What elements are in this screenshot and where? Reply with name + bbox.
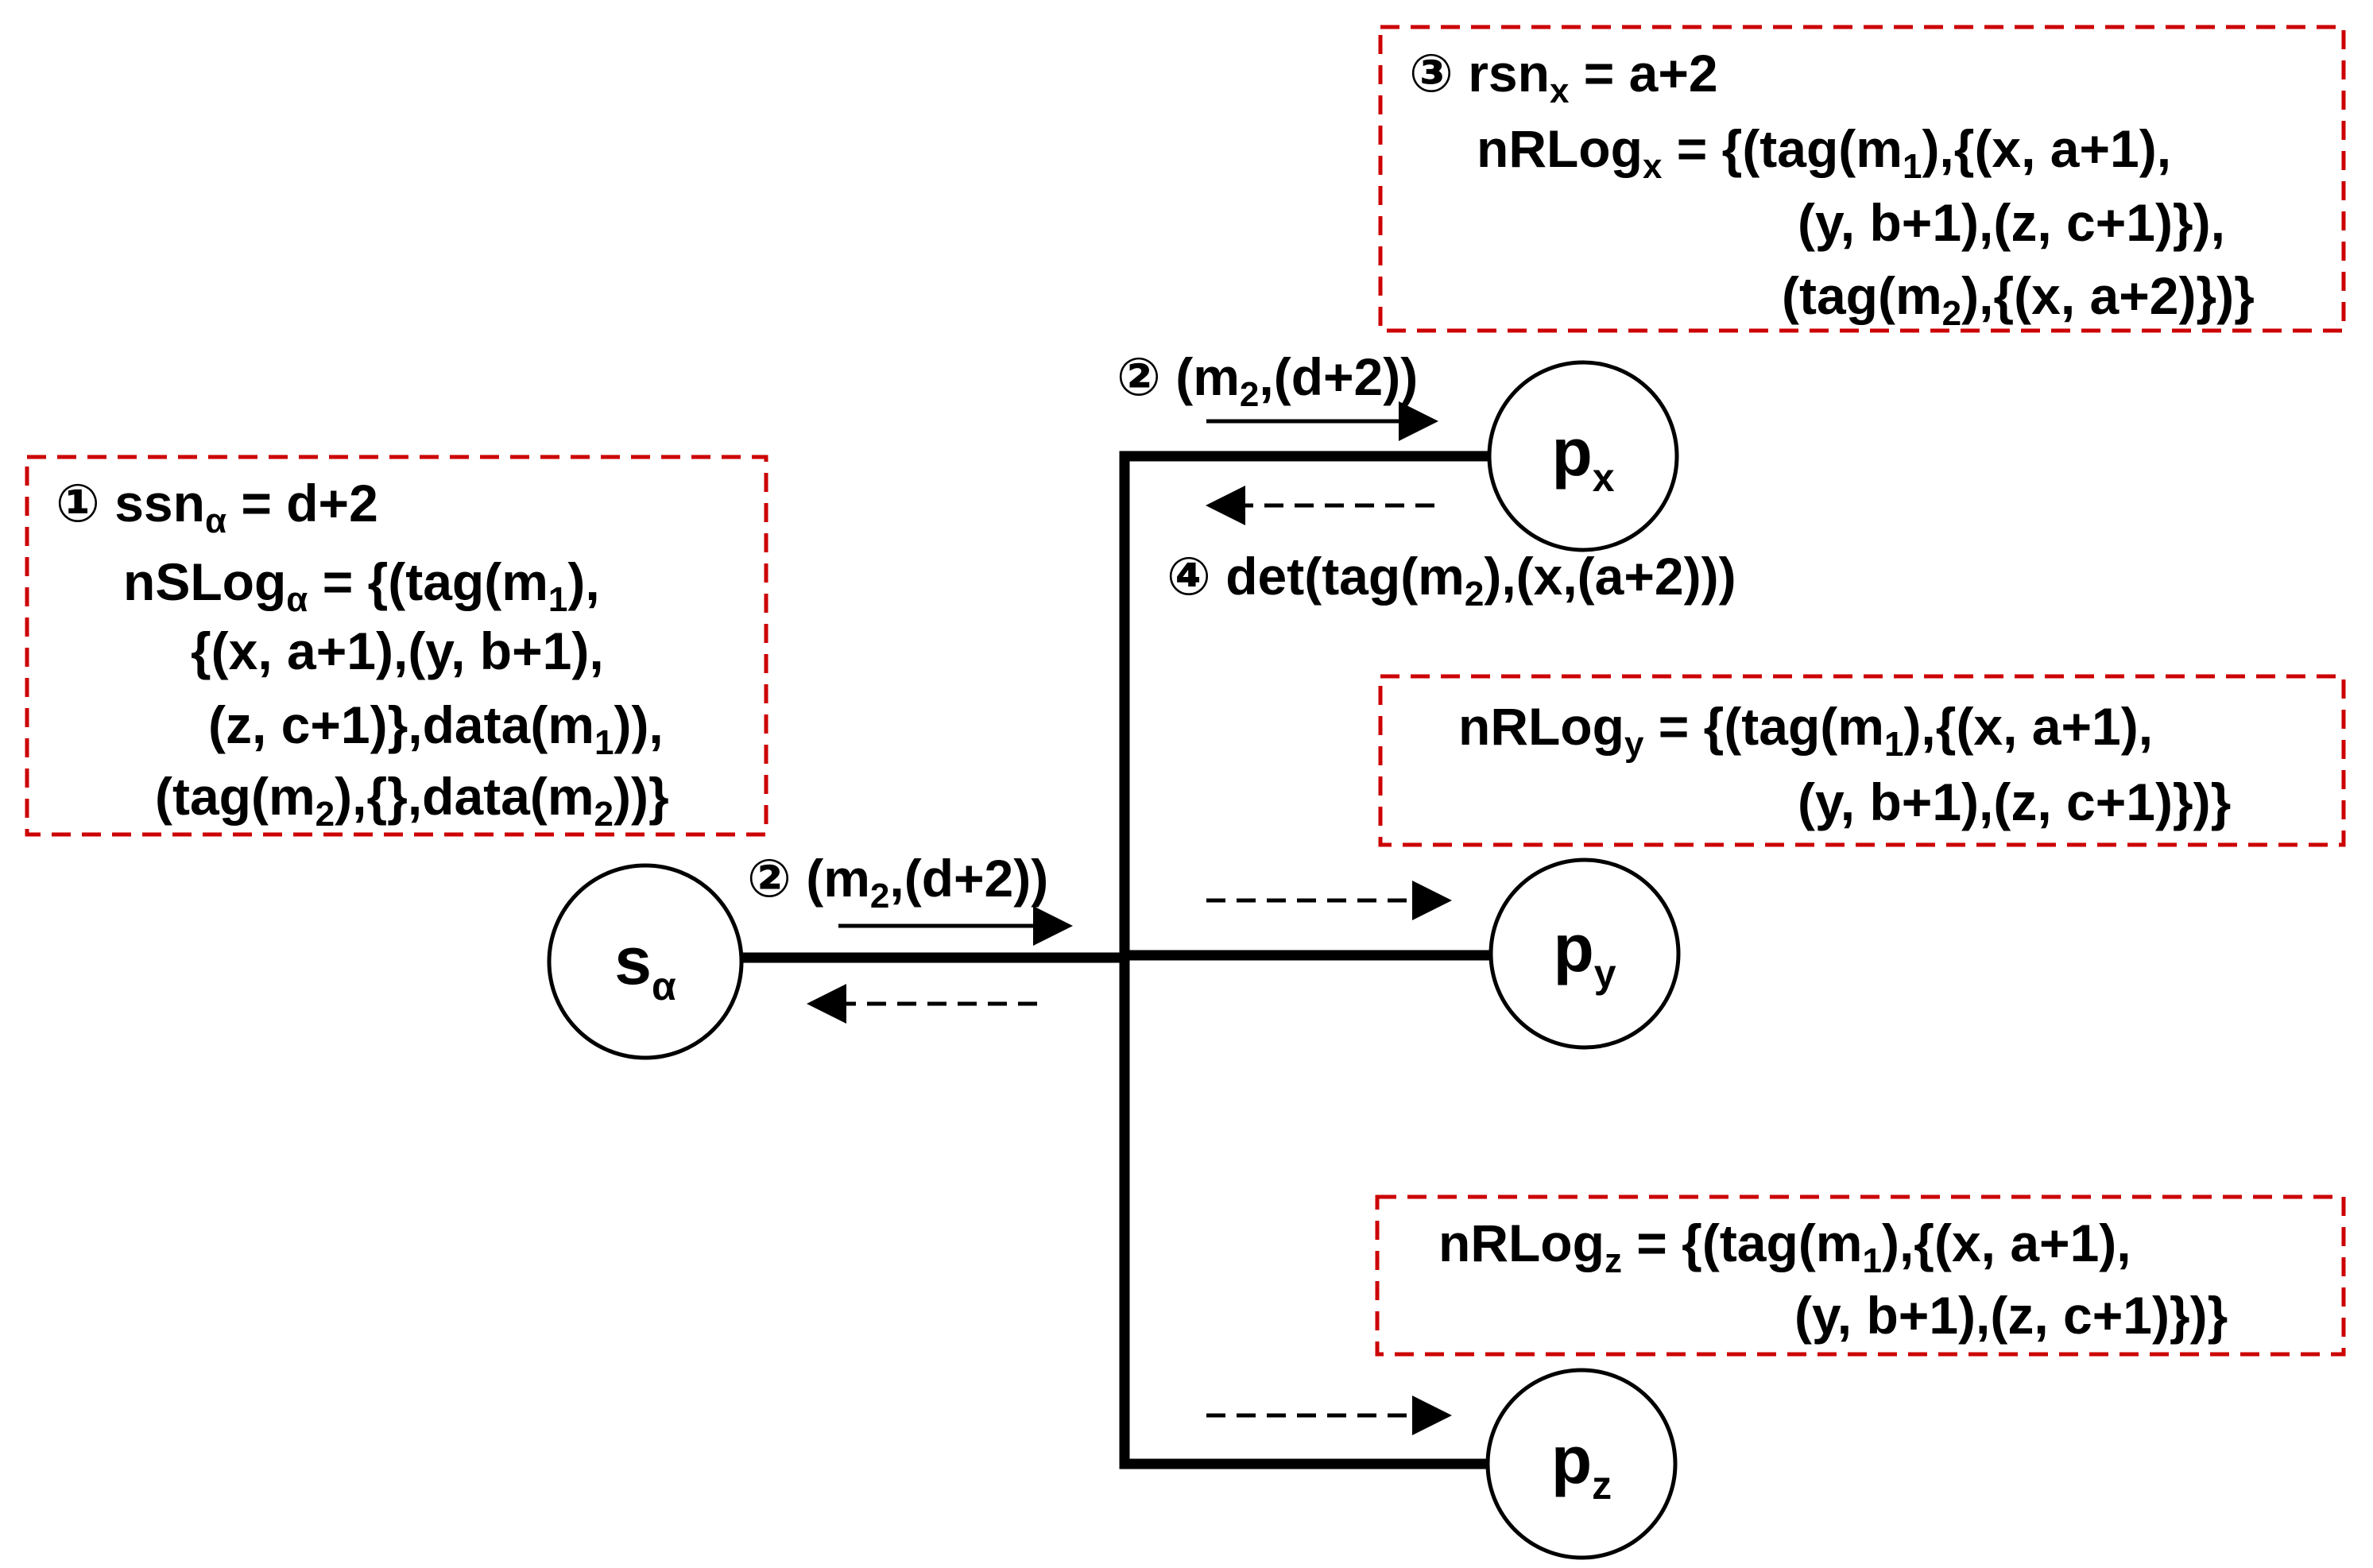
text-segment: {(x, a+1),(y, b+1),	[191, 621, 604, 680]
text-segment: = {(tag(m	[1622, 1214, 1863, 1272]
subscript: x	[1643, 147, 1663, 186]
text-segment: (z, c+1)},data(m	[208, 695, 594, 754]
pz-nrlog-line-2: (y, b+1),(z, c+1)})}	[1794, 1286, 2228, 1345]
sender-ssn-line: ① ssnα = d+2	[56, 474, 378, 540]
text-segment: ③ rsn	[1409, 44, 1550, 103]
text-segment: = {(tag(m	[1643, 697, 1884, 756]
node-p-x-label: px	[1551, 415, 1614, 500]
message-label-sender: ② (m2,(d+2))	[747, 849, 1048, 916]
text-segment: (y, b+1),(z, c+1)}),	[1798, 193, 2225, 252]
subscript: 1	[1862, 1241, 1881, 1280]
subscript: 1	[1884, 725, 1903, 764]
sender-nslog-line-5: (tag(m2),{},data(m2))}	[155, 767, 669, 834]
text-segment: ,(d+2))	[889, 849, 1048, 908]
sender-nslog-line-3: {(x, a+1),(y, b+1),	[191, 621, 604, 680]
text-segment: ),{(x, a+1),	[1882, 1214, 2131, 1272]
pz-log-box	[1375, 1194, 2346, 1357]
text-segment: ),{(x, a+1),	[1922, 119, 2171, 178]
subscript: y	[1624, 725, 1644, 764]
subscript: 1	[594, 723, 614, 762]
text-segment: ① ssn	[56, 474, 205, 532]
text-segment: nRLog	[1458, 697, 1624, 756]
subscript: x	[1550, 72, 1570, 110]
text-segment: ④ det(tag(m	[1167, 547, 1465, 606]
node-s-alpha: sα	[547, 863, 744, 1060]
subscript: 2	[315, 795, 335, 834]
subscript: 1	[548, 580, 567, 619]
text-segment: ② (m	[1117, 347, 1240, 406]
node-p-y: py	[1488, 858, 1681, 1050]
node-p-y-label: py	[1553, 911, 1616, 996]
subscript: α	[205, 501, 226, 540]
text-segment: (y, b+1),(z, c+1)})}	[1794, 1286, 2228, 1345]
px-rsn-line: ③ rsnx = a+2	[1409, 44, 1718, 110]
text-segment: = {(tag(m	[308, 552, 548, 611]
px-nrlog-line-3: (y, b+1),(z, c+1)}),	[1798, 193, 2225, 252]
text-segment: = {(tag(m	[1662, 119, 1903, 178]
det-message-label: ④ det(tag(m2),(x,(a+2)))	[1167, 547, 1736, 614]
subscript: 2	[1942, 294, 1961, 333]
text-segment: = d+2	[226, 474, 378, 532]
text-segment: (tag(m	[1782, 266, 1942, 325]
py-log-box	[1378, 674, 2346, 847]
sender-log-box	[25, 455, 768, 837]
text-segment: )),	[614, 695, 663, 754]
py-nrlog-line: nRLogy = {(tag(m1),{(x, a+1),	[1458, 697, 2153, 764]
text-segment: ② (m	[747, 849, 870, 908]
subscript: 2	[1240, 375, 1259, 414]
subscript: 1	[1903, 147, 1922, 186]
node-p-z: pz	[1485, 1368, 1678, 1560]
subscript: 2	[1465, 575, 1484, 614]
text-segment: = a+2	[1569, 44, 1717, 103]
text-segment: (y, b+1),(z, c+1)})}	[1798, 772, 2231, 831]
px-nrlog-line: nRLogx = {(tag(m1),{(x, a+1),	[1477, 119, 2171, 186]
node-p-x: px	[1487, 360, 1679, 552]
text-segment: ),{},data(m	[335, 767, 594, 826]
text-segment: ,(d+2))	[1259, 347, 1418, 406]
subscript: α	[286, 580, 308, 619]
pz-nrlog-line: nRLogz = {(tag(m1),{(x, a+1),	[1438, 1214, 2131, 1280]
text-segment: nRLog	[1477, 119, 1643, 178]
node-s-alpha-label: sα	[614, 923, 676, 1009]
text-segment: ),	[567, 552, 599, 611]
sender-nslog-line-4: (z, c+1)},data(m1)),	[208, 695, 664, 762]
subscript: z	[1605, 1241, 1622, 1280]
text-segment: ),(x,(a+2)))	[1484, 547, 1736, 606]
subscript: 2	[870, 877, 889, 916]
node-p-z-label: pz	[1551, 1423, 1612, 1508]
network-bus	[737, 451, 1500, 1469]
px-nrlog-line-4: (tag(m2),{(x, a+2)})}	[1782, 266, 2255, 333]
text-segment: ))}	[614, 767, 669, 826]
py-nrlog-line-2: (y, b+1),(z, c+1)})}	[1798, 772, 2231, 831]
sender-nslog-line: nSLogα = {(tag(m1),	[123, 552, 600, 619]
text-segment: nRLog	[1438, 1214, 1605, 1272]
text-segment: ),{(x, a+1),	[1903, 697, 2153, 756]
text-segment: (tag(m	[155, 767, 315, 826]
message-label-px: ② (m2,(d+2))	[1117, 347, 1418, 414]
text-segment: nSLog	[123, 552, 286, 611]
subscript: 2	[594, 795, 614, 834]
text-segment: ),{(x, a+2)})}	[1961, 266, 2255, 325]
